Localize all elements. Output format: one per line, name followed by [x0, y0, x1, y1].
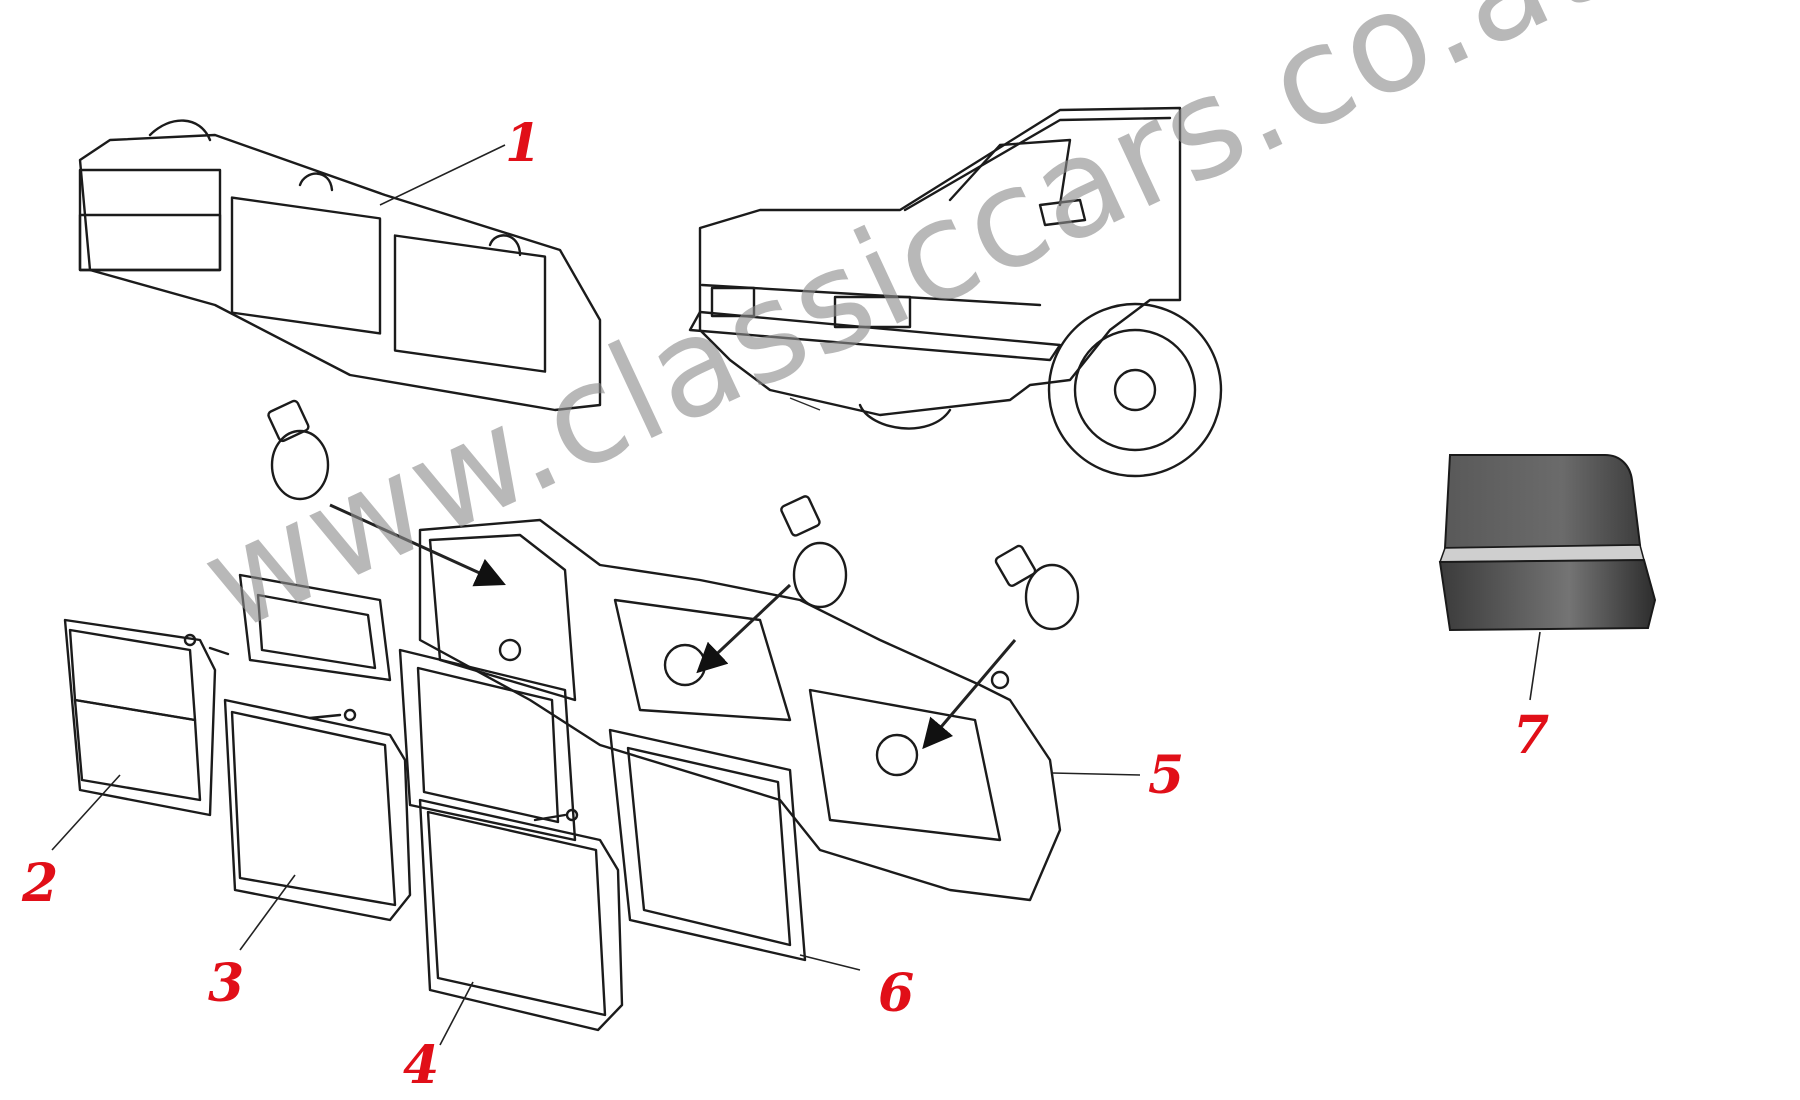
bulb-middle — [780, 495, 848, 609]
leader-lines — [51, 144, 1541, 1046]
bulb-right — [994, 544, 1080, 631]
gasket-frame-left — [238, 573, 392, 682]
lens-part4 — [418, 798, 624, 1032]
callout-5: 5 — [1148, 745, 1185, 806]
callout-2: 2 — [22, 853, 59, 914]
callout-7: 7 — [1513, 705, 1550, 766]
assembly-arrows — [329, 503, 1017, 750]
assembled-light-cluster — [78, 119, 602, 412]
callout-4: 4 — [403, 1035, 440, 1096]
callout-1: 1 — [505, 113, 542, 174]
car-rear-illustration — [688, 106, 1223, 478]
lens-small-part2 — [63, 618, 230, 817]
lamp-housing-part5 — [418, 518, 1062, 902]
gasket-frame-middle — [398, 648, 577, 842]
smoked-lens-part7 — [1438, 454, 1657, 632]
gasket-frame-right-part6 — [608, 728, 807, 962]
callout-3: 3 — [208, 953, 245, 1014]
bulb-left — [267, 399, 330, 501]
lens-part3 — [223, 698, 412, 922]
callout-6: 6 — [878, 963, 915, 1024]
